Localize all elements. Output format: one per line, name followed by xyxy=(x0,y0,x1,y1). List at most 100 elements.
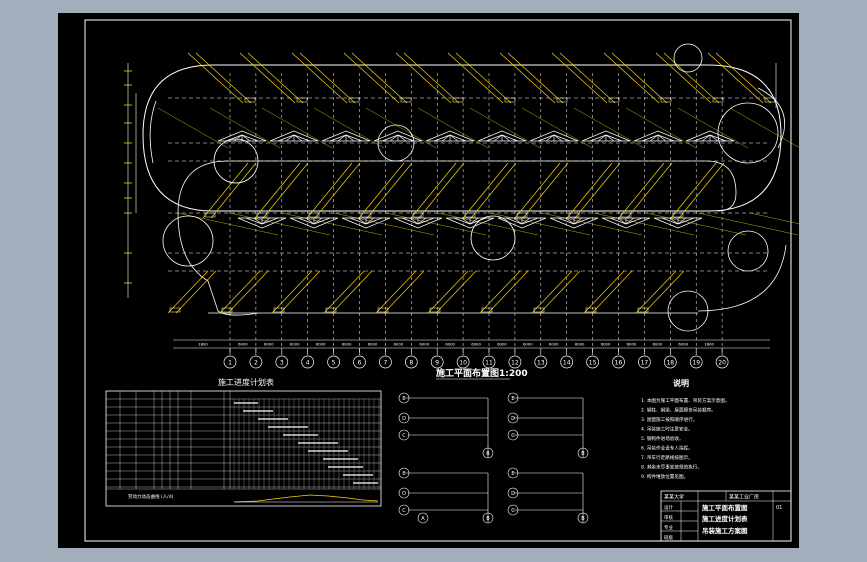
notes-title: 说明 xyxy=(673,378,689,388)
title-school: 某某大学 xyxy=(664,494,684,501)
lift-line xyxy=(603,52,660,104)
axis-bubble xyxy=(301,355,315,369)
lift-line xyxy=(707,52,764,104)
grid-bubble xyxy=(507,504,519,516)
axis-label: 19 xyxy=(692,360,700,367)
lift-line xyxy=(395,52,452,104)
axis-bubble xyxy=(663,355,677,369)
schedule-table: 施工进度计划表 劳动力动态曲线 (人/d) xyxy=(105,377,382,507)
labor-curve xyxy=(233,494,379,503)
drawing-name-3: 吊装施工方案图 xyxy=(702,526,748,535)
lift-line xyxy=(271,270,313,314)
grid-bubble-label: E xyxy=(402,471,405,477)
row-label-4: 班级 xyxy=(664,534,673,541)
grid-bubble-label: C xyxy=(511,433,515,439)
crane-circles xyxy=(162,43,779,332)
grid-bubble-label: B xyxy=(486,516,490,522)
span-dimension: 6000 xyxy=(549,342,559,347)
axis-label: 2 xyxy=(254,360,258,367)
span-dimension: 6000 xyxy=(523,342,533,347)
row-label-1: 设计 xyxy=(664,504,673,511)
lift-line xyxy=(291,52,348,104)
grid-bubble xyxy=(507,412,519,424)
span-dimension: 6000 xyxy=(238,342,248,347)
lift-line xyxy=(447,52,504,104)
note-line: 9. 构件堆放位置见图。 xyxy=(641,473,688,480)
span-dimension: 6000 xyxy=(290,342,300,347)
axis-label: 14 xyxy=(563,360,571,367)
span-dimension: 6000 xyxy=(601,342,611,347)
grid-bubble-label: E xyxy=(511,396,514,402)
section-views xyxy=(404,397,584,523)
note-line: 4. 吊装施工时注意安全。 xyxy=(641,426,693,433)
axis-bubble xyxy=(275,355,289,369)
axis-label: 8 xyxy=(409,360,413,367)
axis-label: 18 xyxy=(666,360,674,367)
axis-label: 9 xyxy=(435,360,439,367)
axis-label: 12 xyxy=(511,360,519,367)
inner-frame xyxy=(84,19,792,542)
span-dimension: 6000 xyxy=(394,342,404,347)
crane-route-outer xyxy=(142,64,782,212)
grid-bubble xyxy=(507,487,519,499)
grid-bubble xyxy=(398,504,410,516)
note-line: 3. 屋面施工按照顺序进行。 xyxy=(641,416,697,423)
lift-line xyxy=(670,162,717,219)
grid-bubble xyxy=(398,487,410,499)
lift-line xyxy=(375,270,417,314)
schedule-title: 施工进度计划表 xyxy=(218,377,274,387)
span-dimension: 6000 xyxy=(471,342,481,347)
lift-line xyxy=(462,162,509,219)
grid-bubble xyxy=(417,512,429,524)
lift-line xyxy=(254,162,301,219)
span-dimension: 6000 xyxy=(368,342,378,347)
lift-line xyxy=(167,270,209,314)
note-line: 7. 吊车行走路线按图示。 xyxy=(641,454,693,461)
axis-bubble xyxy=(327,355,340,369)
grid-bubble-label: D xyxy=(511,491,515,497)
axis-bubble xyxy=(353,355,366,369)
span-dimension: 6000 xyxy=(575,342,585,347)
span-dimension: 6000 xyxy=(342,342,352,347)
axis-label: 13 xyxy=(537,360,545,367)
grid-bubble xyxy=(482,447,494,459)
span-dimension: 6000 xyxy=(264,342,274,347)
span-dimension: 6000 xyxy=(678,342,688,347)
grid-bubble xyxy=(507,467,519,479)
grid-bubble-label: D xyxy=(402,491,406,497)
grid-bubble xyxy=(577,512,589,524)
grid-bubble-label: B xyxy=(486,451,490,457)
axis-label: 11 xyxy=(485,360,493,367)
span-dimension: 6000 xyxy=(627,342,637,347)
grid-bubble-label: B xyxy=(581,516,585,522)
sheet-number: 01 xyxy=(776,505,782,511)
grid-bubble-label: A xyxy=(421,516,425,522)
axis-label: 10 xyxy=(459,360,467,367)
axis-bubble xyxy=(508,355,522,369)
grid-bubble-label: B xyxy=(581,451,585,457)
axis-label: 4 xyxy=(306,360,310,367)
axis-label: 15 xyxy=(589,360,597,367)
grid-bubble-label: E xyxy=(402,396,405,402)
lift-line xyxy=(358,162,405,219)
lift-line xyxy=(551,52,608,104)
lift-line xyxy=(239,52,296,104)
lift-line xyxy=(343,52,400,104)
axis-bubble xyxy=(456,355,470,369)
axis-label: 5 xyxy=(332,360,336,367)
lift-line xyxy=(566,162,613,219)
grid-bubble-label: D xyxy=(402,416,406,422)
note-line: 8. 其余未尽事宜按规范执行。 xyxy=(641,464,702,471)
axis-label: 7 xyxy=(383,360,387,367)
lift-line xyxy=(427,270,469,314)
lift-line xyxy=(499,52,556,104)
grid-bubble xyxy=(398,429,410,441)
grid-bubble xyxy=(398,392,410,404)
note-line: 1. 本图为施工平面布置、吊装方案示意图。 xyxy=(641,397,730,404)
grid-bubble-label: C xyxy=(402,433,406,439)
axis-bubble xyxy=(612,355,625,369)
note-line: 6. 吊装作业设专人指挥。 xyxy=(641,445,693,452)
span-dimension: 6000 xyxy=(497,342,507,347)
